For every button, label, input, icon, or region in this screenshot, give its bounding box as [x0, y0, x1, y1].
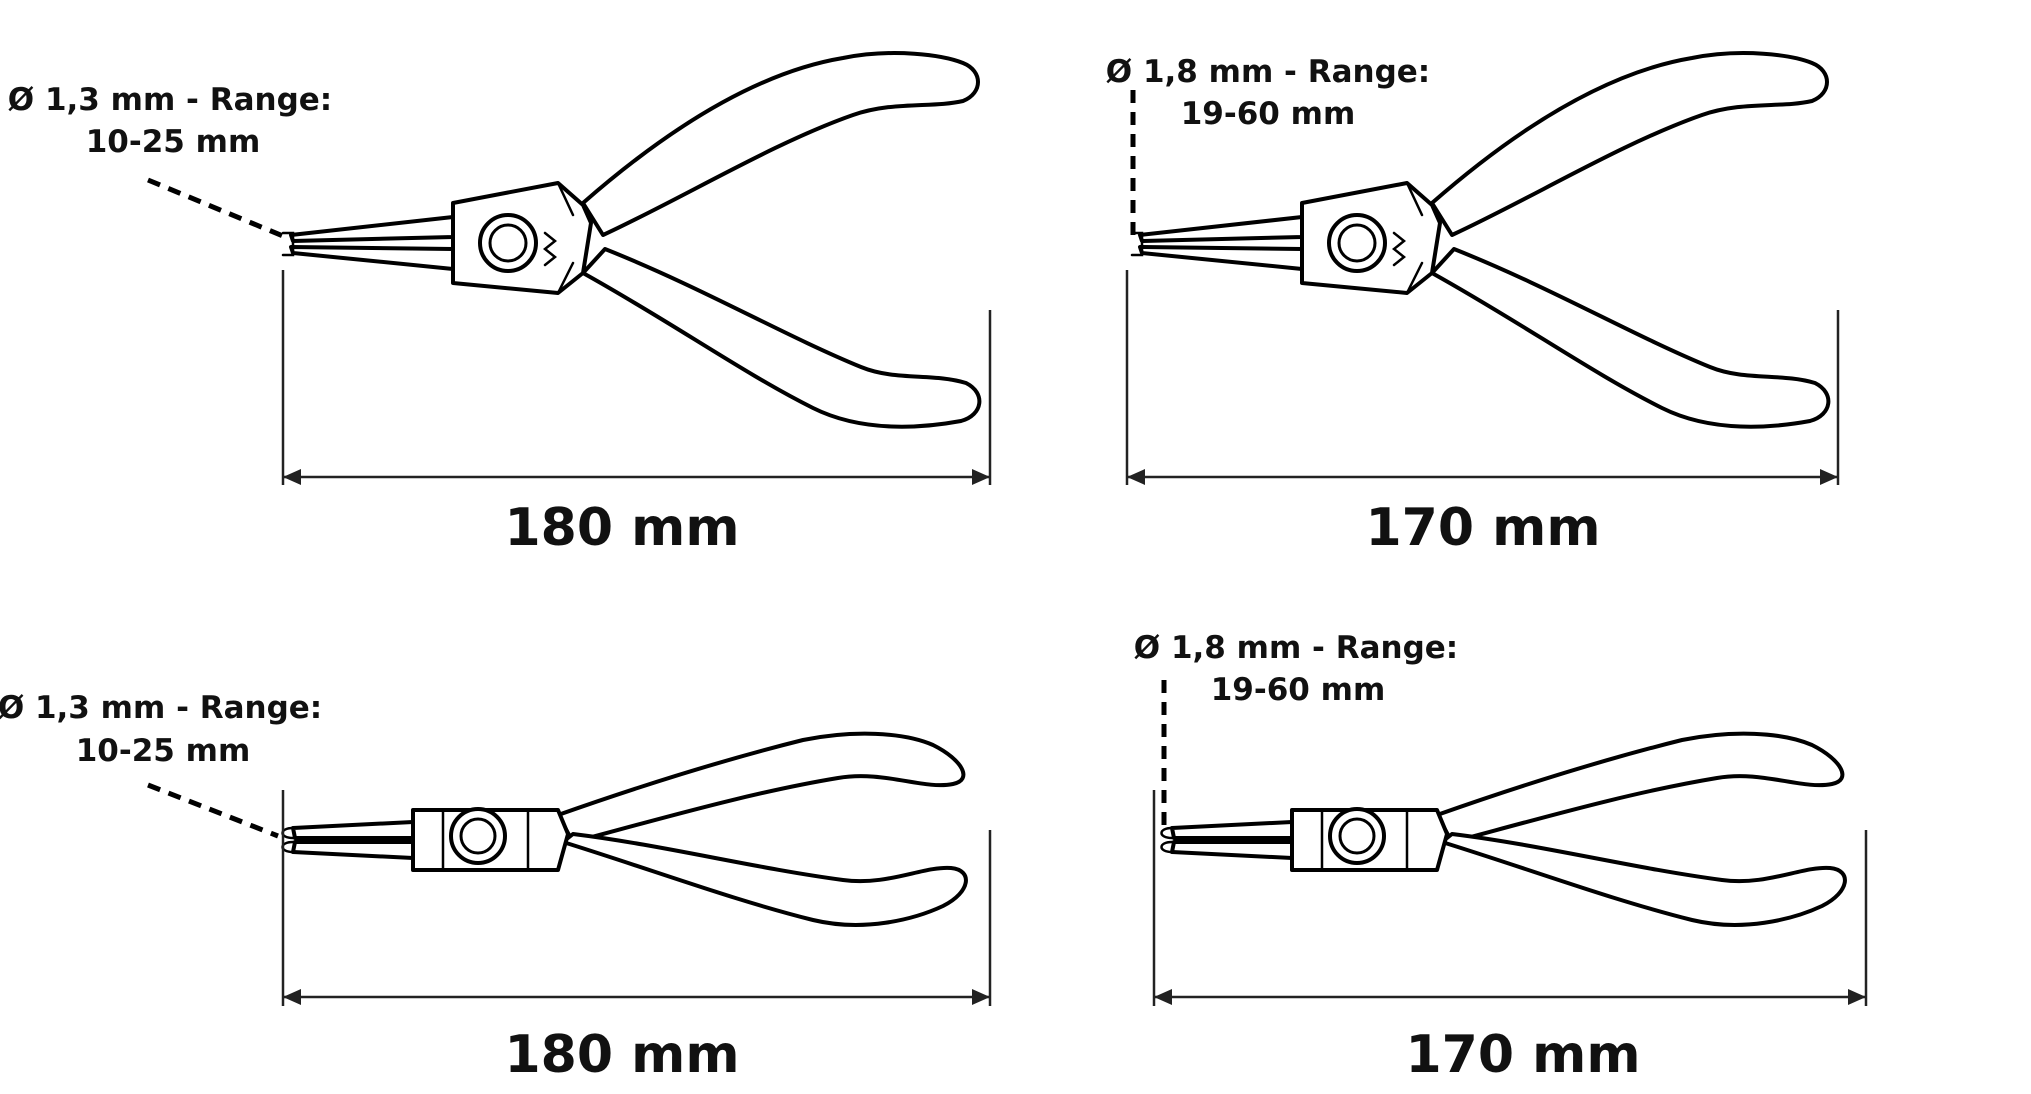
plier-bottom-right: Ø 1,8 mm - Range: 19-60 mm 170 mm [1134, 630, 1868, 1085]
plier-drawing [281, 51, 982, 429]
pointer-dashed-line [147, 782, 279, 839]
spec-line-1: Ø 1,3 mm - Range: [0, 690, 322, 726]
spec-line-1: Ø 1,8 mm - Range: [1106, 54, 1430, 90]
plier-bottom-left: Ø 1,3 mm - Range: 10-25 mm 180 mm [0, 690, 992, 1085]
arrow-right [972, 989, 990, 1005]
pointer-dashed-line [147, 177, 284, 239]
length-label: 180 mm [504, 1025, 739, 1085]
spec-line-2: 19-60 mm [1181, 96, 1356, 132]
spec-line-2: 19-60 mm [1211, 672, 1386, 708]
plier-drawing [280, 731, 968, 927]
length-label: 180 mm [504, 498, 739, 558]
arrow-left [1154, 989, 1172, 1005]
spec-line-1: Ø 1,3 mm - Range: [8, 82, 332, 118]
arrow-left [283, 469, 301, 485]
arrow-right [972, 469, 990, 485]
plier-top-right: Ø 1,8 mm - Range: 19-60 mm 170 mm [1106, 51, 1840, 558]
arrow-right [1820, 469, 1838, 485]
length-label: 170 mm [1405, 1025, 1640, 1085]
length-label: 170 mm [1365, 498, 1600, 558]
spec-line-1: Ø 1,8 mm - Range: [1134, 630, 1458, 666]
arrow-left [1127, 469, 1145, 485]
plier-drawing [1159, 731, 1847, 927]
spec-line-2: 10-25 mm [76, 733, 251, 769]
spec-line-2: 10-25 mm [86, 124, 261, 160]
plier-top-left: Ø 1,3 mm - Range: 10-25 mm 180 mm [8, 51, 992, 558]
arrow-left [283, 989, 301, 1005]
arrow-right [1848, 989, 1866, 1005]
